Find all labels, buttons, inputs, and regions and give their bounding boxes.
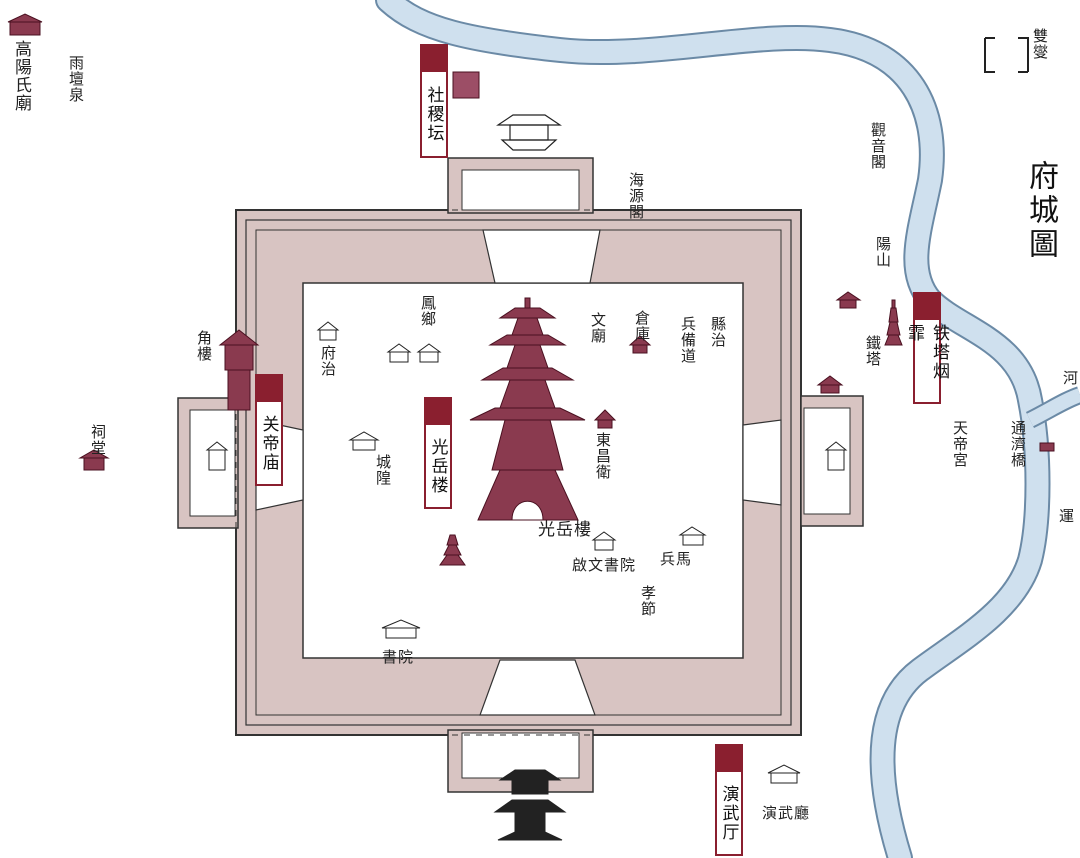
small-pagoda-south [439,534,466,566]
label-yunhe: 運 [1057,508,1075,524]
south-gate [479,659,596,716]
south-gate-tower [493,769,567,841]
sheji-altar [452,71,480,99]
guangyue-tower-illustration [469,297,586,521]
label-yanwutang: 演武廳 [762,804,811,822]
label-jiaolou: 角樓 [195,330,213,362]
callout-sheji-altar[interactable]: 社稷坛 [420,44,448,158]
label-shuangjue: 雙燮 [1031,28,1049,60]
callout-text-sheji: 社稷坛 [422,72,446,156]
north-gate [482,229,601,284]
callout-cap [257,376,281,402]
label-xianzhi: 縣治 [709,316,727,348]
wall-crenellations [235,209,802,736]
label-shuyuan: 書院 [382,648,415,666]
label-fuzhi: 府治 [319,345,337,377]
callout-text-guangyue: 光岳楼 [426,425,450,507]
callout-guangyue-tower[interactable]: 光岳楼 [424,397,452,509]
label-qishuyuan: 啟文書院 [572,556,637,574]
building-sketches [205,321,848,784]
callout-cap [422,46,446,72]
map-title: 府城圖 [1023,160,1058,262]
north-gate-tower [496,114,562,151]
label-xiaojie: 孝節 [639,585,657,617]
callout-cap [915,294,939,320]
callout-text-tieta: 铁塔烟霏 [904,320,949,402]
callout-iron-pagoda[interactable]: 铁塔烟霏 [904,292,949,404]
label-haiyuan: 海源閣 [627,172,645,220]
label-yutai: 雨壇泉 [67,55,85,103]
guandi-temple-icon [218,329,260,411]
label-guangyuelou: 光岳樓 [538,520,592,540]
label-tiandi: 天帝宮 [951,420,969,468]
label-bingbei: 兵備道 [679,316,697,364]
callout-yanwu-hall[interactable]: 演武厅 [715,744,743,856]
label-tongji: 通濟橋 [1009,420,1027,468]
label-cangku: 倉庫 [633,310,651,342]
label-dongchang: 東昌衛 [594,432,612,480]
label-guanyi: 觀音閣 [869,122,887,170]
callout-cap [426,399,450,425]
label-bingma: 兵馬 [660,550,693,568]
small-temple-icons [7,13,1055,471]
label-citang: 祠堂 [89,424,107,456]
label-fengxiang: 鳳鄉 [419,295,437,327]
label-yangshan: 陽山 [874,236,892,268]
label-tieta: 鐵塔 [864,335,882,367]
callout-text-guandi: 关帝庙 [257,402,281,484]
east-gate [742,419,782,506]
callout-text-yanwu: 演武厅 [717,772,741,854]
callout-guandi-temple[interactable]: 关帝庙 [255,374,283,486]
label-wenmiao: 文廟 [589,312,607,344]
callout-cap [717,746,741,772]
tieta-pagoda [884,299,903,346]
label-gaoyang-temple: 高陽氏廟 [11,40,31,112]
label-chenghuang: 城隍 [374,454,392,486]
label-he: 河 [1061,370,1079,386]
